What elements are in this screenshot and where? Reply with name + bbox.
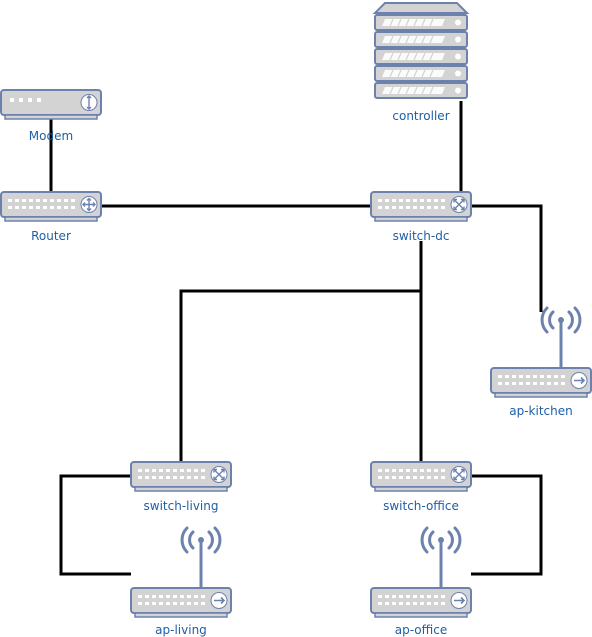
wifi-access-point-icon [491, 308, 591, 397]
node-label: Router [31, 229, 71, 243]
node-modem[interactable]: Modem [0, 89, 102, 143]
node-label: ap-living [155, 623, 207, 637]
node-label: controller [392, 109, 449, 123]
server-rack-icon [374, 2, 468, 99]
switch-icon [371, 192, 471, 221]
router-icon [1, 192, 101, 221]
node-switch-office[interactable]: switch-office [371, 462, 471, 513]
node-controller[interactable]: controller [374, 2, 468, 123]
switch-icon [131, 462, 231, 491]
links [49, 101, 543, 576]
switch-icon [371, 462, 471, 491]
link-switch-dc-switch-living [179, 241, 423, 461]
node-router[interactable]: Router [1, 192, 101, 243]
node-label: ap-kitchen [509, 404, 572, 418]
link-switch-living-ap-living [59, 474, 131, 576]
node-label: switch-office [383, 499, 459, 513]
node-label: ap-office [395, 623, 447, 637]
node-ap-kitchen[interactable]: ap-kitchen [491, 308, 591, 418]
modem-icon [0, 89, 102, 120]
node-ap-office[interactable]: ap-office [371, 528, 471, 637]
link-switch-dc-ap-kitchen [471, 204, 543, 312]
node-label: switch-dc [393, 229, 450, 243]
link-switch-office-ap-office [471, 474, 543, 576]
node-label: Modem [29, 129, 73, 143]
node-label: switch-living [144, 499, 219, 513]
node-switch-dc[interactable]: switch-dc [371, 192, 471, 243]
wifi-access-point-icon [371, 528, 471, 617]
wifi-access-point-icon [131, 528, 231, 617]
node-ap-living[interactable]: ap-living [131, 528, 231, 637]
node-switch-living[interactable]: switch-living [131, 462, 231, 513]
